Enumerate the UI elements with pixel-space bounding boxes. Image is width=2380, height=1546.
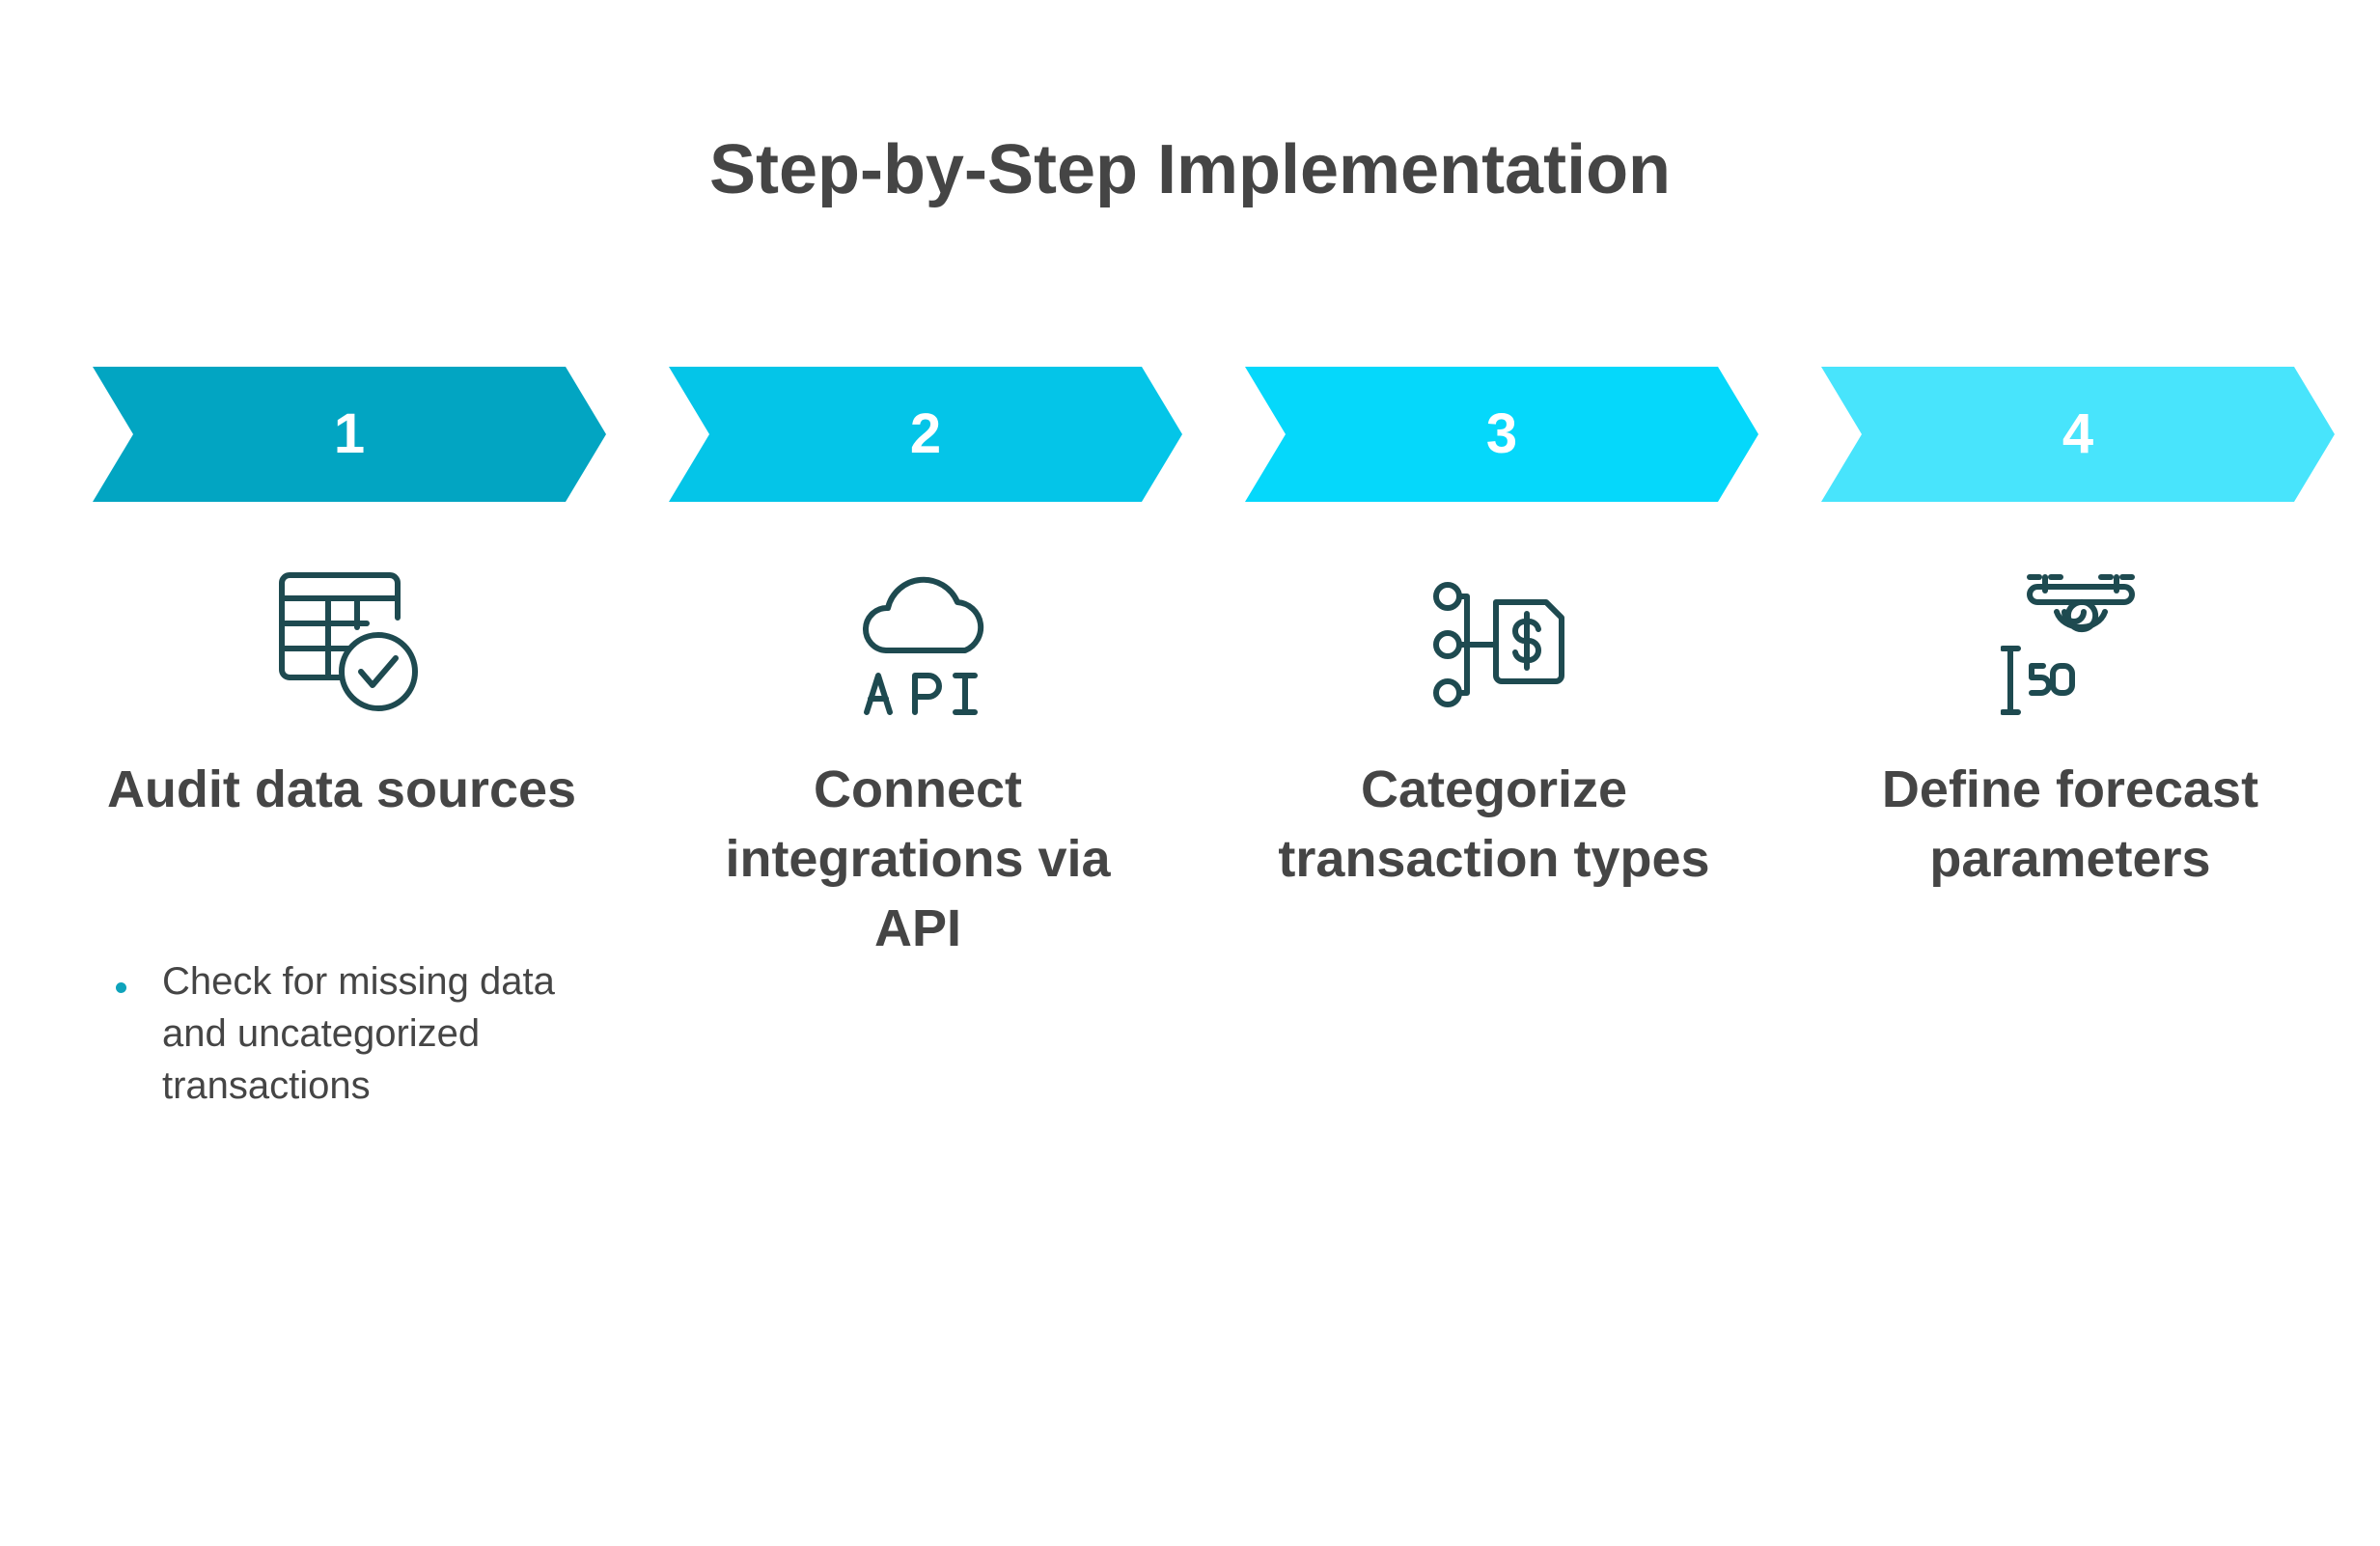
step-3-title: Categorize transaction types (1278, 760, 1710, 888)
table-check-icon (270, 569, 425, 724)
step-2-title: Connect integrations via API (725, 760, 1111, 957)
step-4-title: Define forecast parameters (1881, 760, 2259, 888)
step-3-number: 3 (1485, 402, 1518, 465)
step-1-number: 1 (333, 402, 366, 465)
diagram-title: Step-by-Step Implementation (708, 131, 1672, 208)
step-2-number: 2 (909, 402, 942, 465)
step-3-chevron: 3 (1245, 367, 1758, 502)
document-dollar-branch-icon (1425, 569, 1579, 724)
step-2-chevron: 2 (669, 367, 1182, 502)
step-1-title: Audit data sources (106, 760, 577, 818)
step-1-bullet-list: Check for missing data and uncategorized… (112, 955, 556, 1112)
step-1-bullet-text: Check for missing data and uncategorized… (162, 960, 555, 1107)
bullet-dot-icon (116, 982, 126, 993)
step-4-chevron: 4 (1821, 367, 2335, 502)
step-1-chevron: 1 (93, 367, 606, 502)
drone-altitude-icon (2000, 569, 2155, 724)
step-4-number: 4 (2062, 402, 2094, 465)
cloud-api-icon (847, 569, 1002, 724)
step-1-bullet: Check for missing data and uncategorized… (112, 955, 556, 1112)
